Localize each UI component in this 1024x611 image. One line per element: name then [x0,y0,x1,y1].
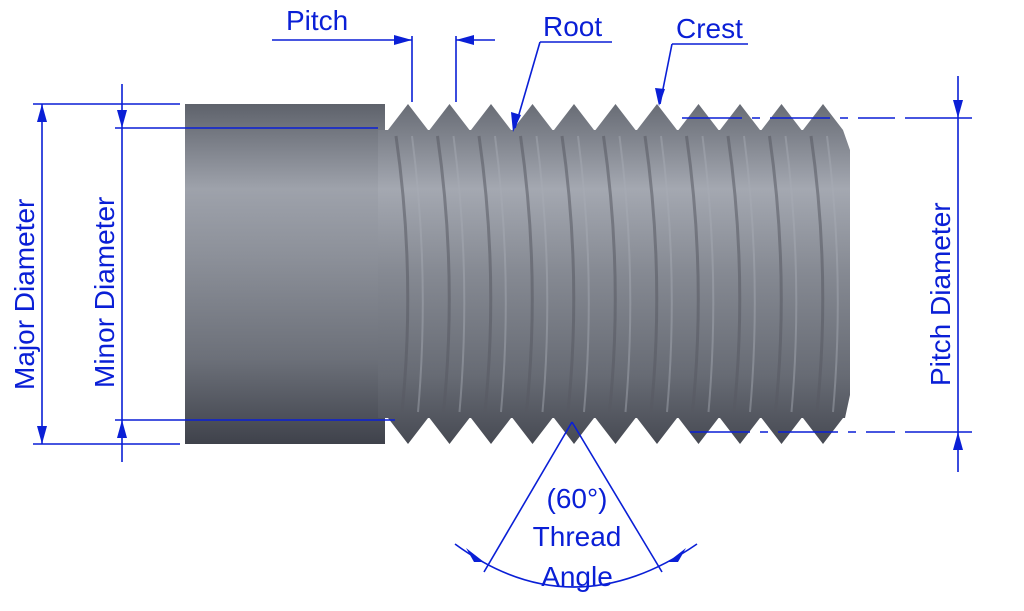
thread-groove [685,135,700,413]
thread-groove [643,135,659,413]
thread-groove [436,135,451,413]
thread-highlight [701,135,715,413]
thread-angle-line-left [483,421,573,573]
thread-angle-label-line2: Angle [541,561,613,592]
thread-highlight [452,135,466,413]
thread-angle-arc [454,543,698,588]
minor-diameter-arrow-top [117,110,127,128]
pitch-label: Pitch [286,5,348,36]
thread-highlight [535,135,549,413]
root-label: Root [543,11,602,42]
thread-angle-arrow-left [466,548,484,562]
thread-groove [809,135,825,413]
major-diameter-label: Major Diameter [9,199,40,390]
root-arrow [511,112,521,132]
thread-groove [602,135,617,413]
thread-angle-value-label: (60°) [547,483,608,514]
pitch-diameter-label: Pitch Diameter [925,202,956,386]
crest-label: Crest [676,13,743,44]
thread-groove [560,135,576,413]
minor-diameter-arrow-bottom [117,420,127,438]
thread-highlight [577,135,590,413]
thread-angle-label-line1: Thread [533,521,622,552]
arrowheads [37,35,963,562]
thread-groove [394,135,410,413]
pitch-diameter-arrow-bottom [953,432,963,450]
major-diameter-arrow-bottom [37,426,47,444]
pitch-arrow-right [456,35,474,45]
thread-groove [477,135,493,413]
thread-groove [768,135,783,413]
thread-highlight [826,135,839,413]
thread-angle-line-right [571,421,663,573]
threaded-section [378,104,850,444]
crest-arrow [655,88,665,106]
pitch-diameter-arrow-top [953,100,963,118]
thread-groove [519,135,534,413]
thread-highlight [618,135,632,413]
thread-highlight [494,135,507,413]
root-leader [514,41,541,129]
thread-groove [726,135,742,413]
thread-highlight [660,135,673,413]
dimension-lines [33,36,972,588]
pitch-arrow-left [394,35,412,45]
thread-highlight [411,135,424,413]
thread-highlight [743,135,756,413]
bolt-shank [185,104,385,444]
thread-angle-arrow-right [668,548,686,562]
thread-highlight [784,135,798,413]
minor-diameter-label: Minor Diameter [89,197,120,388]
major-diameter-arrow-top [37,104,47,122]
